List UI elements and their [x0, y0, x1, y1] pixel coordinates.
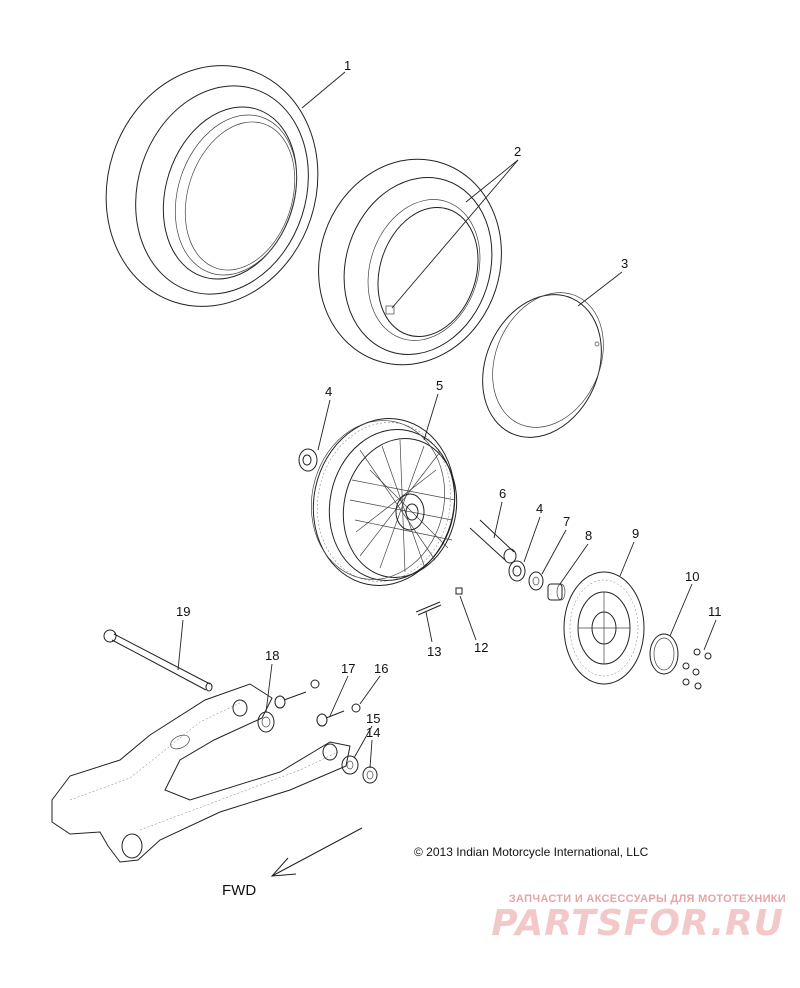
callout-9: 9 [632, 526, 639, 541]
callout-16: 16 [374, 661, 388, 676]
wheel-spokes [349, 439, 456, 573]
watermark-logo: PARTSFOR.RU [491, 903, 784, 944]
swingarm [51, 683, 351, 863]
copyright-notice: © 2013 Indian Motorcycle International, … [414, 845, 649, 859]
washer-part-15 [341, 755, 359, 775]
bolt-part-17 [316, 710, 345, 727]
tube-part-2 [318, 158, 502, 366]
forward-arrow-icon [270, 827, 363, 877]
callout-7: 7 [563, 514, 570, 529]
callout-6: 6 [499, 486, 506, 501]
callout-14: 14 [366, 725, 380, 740]
spoked-wheel-part-5 [310, 418, 458, 586]
nut-part-16 [351, 703, 361, 713]
callout-19: 19 [176, 604, 190, 619]
spacer-part-8 [547, 583, 566, 601]
callout-4-right: 4 [536, 501, 543, 516]
callout-15: 15 [366, 711, 380, 726]
tire-part-1 [105, 65, 319, 307]
callout-labels: 1 2 3 4 5 6 4 7 8 9 10 11 12 13 14 15 16… [176, 58, 722, 740]
clip-part-13 [415, 601, 442, 616]
bolts-part-11 [682, 648, 712, 690]
callout-2: 2 [514, 144, 521, 159]
callout-18: 18 [265, 648, 279, 663]
brake-disc-part-9 [563, 571, 645, 685]
callout-4-left: 4 [325, 384, 332, 399]
callout-13: 13 [427, 644, 441, 659]
weight-part-12 [455, 587, 463, 595]
ring-part-10 [649, 633, 679, 675]
leader-lines [177, 71, 717, 769]
callout-5: 5 [436, 378, 443, 393]
forward-direction-label: FWD [222, 882, 257, 899]
watermark-tagline: ЗАПЧАСТИ И АКСЕССУАРЫ ДЛЯ МОТОТЕХНИКИ [508, 893, 786, 905]
axle-part-19 [103, 629, 213, 692]
seal-part-7 [528, 571, 544, 591]
bearing-part-4-left [298, 448, 318, 472]
bushing-part-18 [257, 679, 320, 733]
callout-17: 17 [341, 661, 355, 676]
callout-11: 11 [708, 604, 722, 619]
callout-3: 3 [621, 256, 628, 271]
callout-12: 12 [474, 640, 488, 655]
rim-band-part-3 [482, 292, 604, 438]
callout-10: 10 [685, 569, 699, 584]
spacer-part-6 [469, 519, 517, 564]
nut-part-14 [362, 766, 378, 784]
callout-8: 8 [585, 528, 592, 543]
callout-1: 1 [344, 58, 351, 73]
bearing-part-4-right [508, 560, 526, 582]
